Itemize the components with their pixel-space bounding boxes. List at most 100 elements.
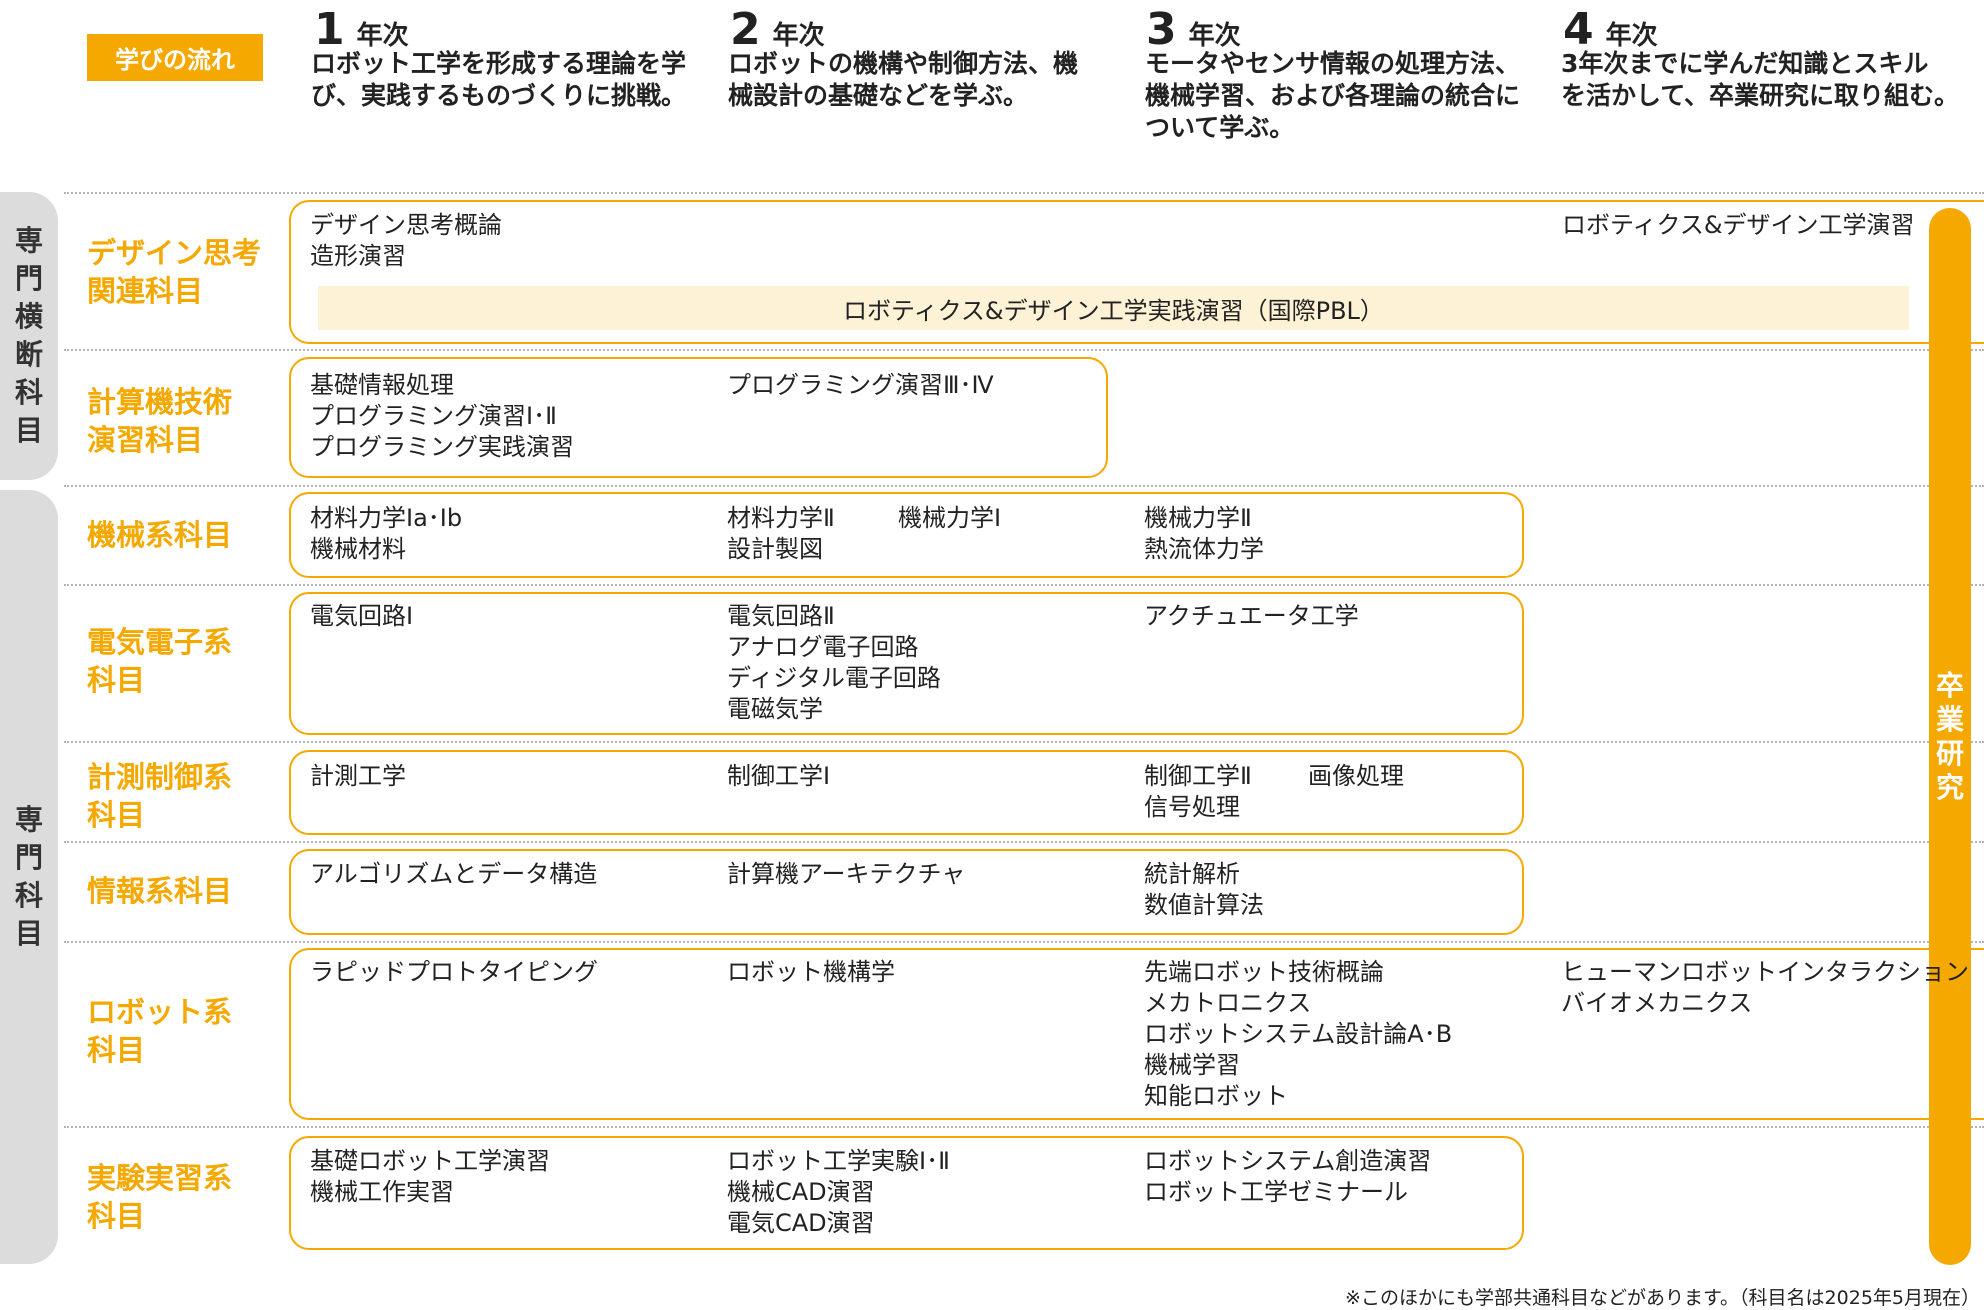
graduation-char: 業	[1935, 702, 1964, 736]
subject-list-y2: 電気回路Ⅱ アナログ電子回路 ディジタル電子回路 電磁気学	[727, 601, 941, 725]
group-char: 断	[14, 338, 43, 371]
year-label: 年次	[356, 21, 409, 51]
category-label-control: 計測制御系 科目	[87, 758, 232, 834]
pbl-band: ロボティクス&デザイン工学実践演習（国際PBL）	[318, 286, 1909, 330]
subject-box-computing	[289, 357, 1108, 478]
subject-item: 計測工学	[310, 762, 406, 790]
subject-list-y3: ロボットシステム創造演習 ロボット工学ゼミナール	[1144, 1146, 1431, 1208]
label-line: 実験実習系	[87, 1161, 233, 1195]
label-line: 科目	[87, 1199, 146, 1233]
subject-item: プログラミング実践演習	[310, 433, 574, 461]
subject-item: 基礎ロボット工学演習	[310, 1147, 550, 1175]
group-char: 専	[14, 803, 43, 836]
year-1-heading: 1 年次	[314, 4, 409, 55]
subject-item: メカトロニクス	[1144, 989, 1312, 1017]
subject-item: 電気回路Ⅱ	[727, 602, 835, 630]
subject-box-experiments	[289, 1136, 1524, 1250]
subject-box-design	[289, 200, 1984, 344]
label-line: 機械系科目	[87, 518, 233, 552]
subject-item: 電気CAD演習	[727, 1209, 875, 1237]
subject-item: アルゴリズムとデータ構造	[310, 860, 598, 888]
subject-item: プログラミング演習Ⅰ･Ⅱ	[310, 402, 557, 430]
subject-item: ラピッドプロトタイピング	[310, 958, 598, 986]
subject-item: 基礎情報処理	[310, 371, 454, 399]
subject-item: ヒューマンロボットインタラクション	[1561, 958, 1969, 986]
subject-box-mechanical	[289, 492, 1524, 578]
subject-list-y2: 計算機アーキテクチャ	[727, 859, 965, 890]
desc-line: ロボット工学を形成する理論を学	[311, 49, 687, 78]
subject-list-y3: 制御工学Ⅱ 信号処理	[1144, 761, 1252, 823]
desc-line: 械設計の基礎などを学ぶ。	[728, 81, 1029, 110]
subject-item: ロボットシステム創造演習	[1144, 1147, 1432, 1175]
subject-item: 機械工作実習	[310, 1178, 454, 1206]
row-separator	[64, 1126, 1984, 1128]
subject-item: 機械CAD演習	[727, 1178, 875, 1206]
subject-list-y3: 統計解析 数値計算法	[1144, 859, 1264, 921]
subject-item: バイオメカニクス	[1561, 989, 1753, 1017]
label-line: 演習科目	[87, 423, 204, 457]
group-char: 科	[14, 376, 43, 409]
cross-subjects-group-bar: 専 門 横 断 科 目	[0, 192, 58, 480]
subject-item: 機械力学Ⅱ	[1144, 504, 1252, 532]
label-line: 関連科目	[87, 274, 204, 308]
label-line: 科目	[87, 1033, 146, 1067]
year-3-description: モータやセンサ情報の処理方法、 機械学習、および各理論の統合に ついて学ぶ。	[1145, 48, 1520, 144]
group-char: 専	[14, 224, 43, 257]
year-number: 4	[1563, 4, 1594, 55]
subject-item: 先端ロボット技術概論	[1144, 958, 1384, 986]
subject-item: 画像処理	[1308, 762, 1404, 790]
graduation-char: 究	[1935, 770, 1964, 804]
subject-item: 材料力学Ⅰa･Ⅰb	[310, 504, 463, 532]
row-separator	[64, 941, 1984, 943]
subject-item: 知能ロボット	[1144, 1082, 1288, 1110]
subject-item: 造形演習	[310, 242, 406, 270]
major-subjects-group-bar: 専 門 科 目	[0, 490, 58, 1264]
subject-list-y3: 先端ロボット技術概論 メカトロニクス ロボットシステム設計論A･B 機械学習 知…	[1144, 957, 1452, 1112]
group-char: 科	[14, 879, 43, 912]
subject-list-y2: ロボット工学実験Ⅰ･Ⅱ 機械CAD演習 電気CAD演習	[727, 1146, 950, 1239]
year-4-heading: 4 年次	[1563, 4, 1658, 55]
subject-list-y4: ヒューマンロボットインタラクション バイオメカニクス	[1561, 957, 1969, 1019]
desc-line: ついて学ぶ。	[1145, 113, 1295, 142]
desc-line: 機械学習、および各理論の統合に	[1145, 81, 1521, 110]
year-number: 3	[1146, 4, 1177, 55]
subject-box-control	[289, 750, 1524, 835]
subject-item: 制御工学Ⅰ	[727, 762, 831, 790]
label-line: ロボット系	[87, 995, 233, 1029]
subject-item: 機械学習	[1144, 1051, 1240, 1079]
subject-item: ロボットシステム設計論A･B	[1144, 1020, 1453, 1048]
desc-line: モータやセンサ情報の処理方法、	[1145, 49, 1521, 78]
graduation-char: 研	[1935, 736, 1964, 770]
label-line: デザイン思考	[87, 236, 262, 270]
desc-line: ロボットの機構や制御方法、機	[728, 49, 1079, 78]
subject-item: プログラミング演習Ⅲ･Ⅳ	[727, 371, 994, 399]
subject-item: 設計製図	[727, 535, 823, 563]
subject-item: 機械材料	[310, 535, 406, 563]
subject-item: ディジタル電子回路	[727, 664, 941, 692]
year-label: 年次	[1605, 21, 1658, 51]
label-line: 計算機技術	[87, 385, 233, 419]
group-char: 門	[14, 262, 43, 295]
subject-item: デザイン思考概論	[310, 211, 502, 239]
subject-list-y2: ロボット機構学	[727, 957, 895, 988]
subject-item: 信号処理	[1144, 793, 1240, 821]
graduation-research-bar: 卒 業 研 究	[1929, 208, 1971, 1265]
subject-list-y2: プログラミング演習Ⅲ･Ⅳ	[727, 370, 994, 401]
category-label-design: デザイン思考 関連科目	[87, 234, 261, 310]
subject-box-electrical	[289, 592, 1524, 735]
subject-item: 統計解析	[1144, 860, 1240, 888]
subject-list-y4: ロボティクス&デザイン工学演習	[1562, 210, 1915, 241]
category-label-information: 情報系科目	[87, 872, 232, 910]
year-2-heading: 2 年次	[730, 4, 825, 55]
group-char: 目	[14, 414, 43, 447]
subject-item: アナログ電子回路	[727, 633, 919, 661]
desc-line: 3年次までに学んだ知識とスキル	[1561, 49, 1929, 78]
label-line: 情報系科目	[87, 874, 233, 908]
subject-list-y1: ラピッドプロトタイピング	[310, 957, 598, 988]
row-separator	[64, 741, 1984, 743]
subject-item: 機械力学Ⅰ	[898, 504, 1002, 532]
year-number: 2	[730, 4, 761, 55]
category-label-robotics: ロボット系 科目	[87, 993, 232, 1069]
year-3-heading: 3 年次	[1146, 4, 1241, 55]
subject-list-y1: 材料力学Ⅰa･Ⅰb 機械材料	[310, 503, 462, 565]
